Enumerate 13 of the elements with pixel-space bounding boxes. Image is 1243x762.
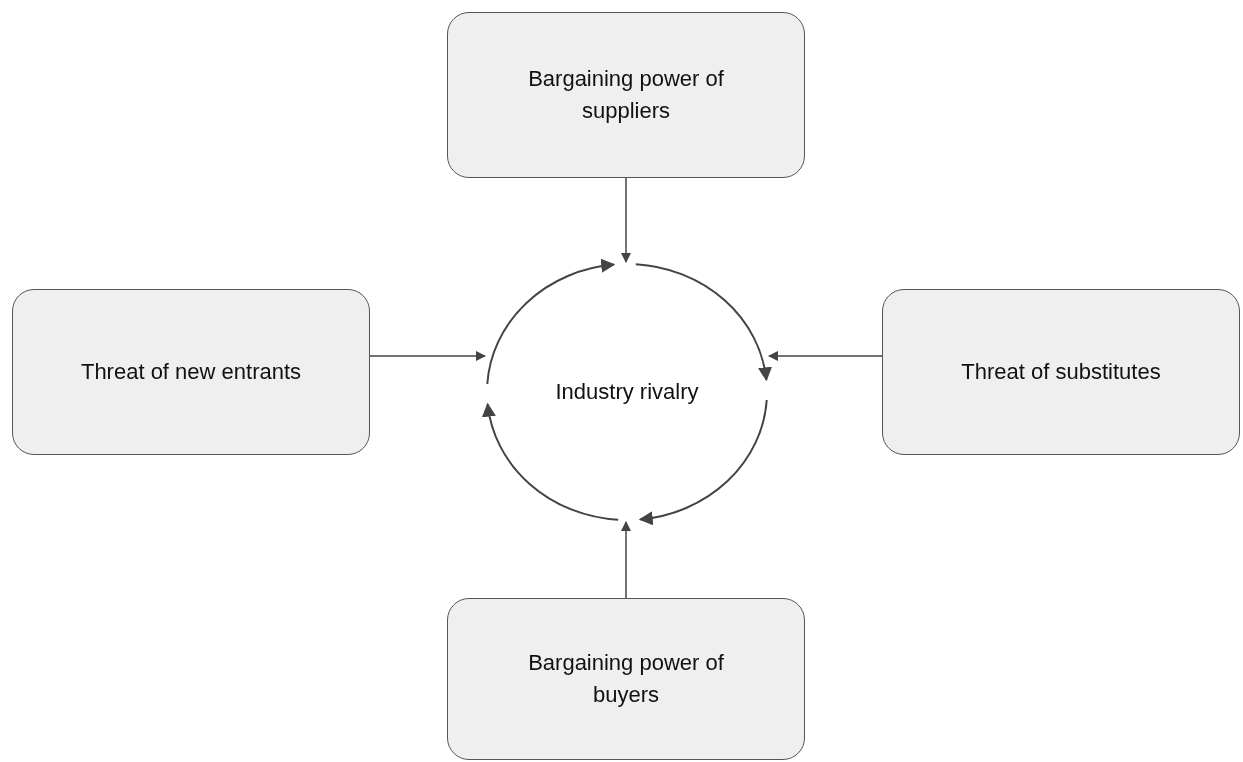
node-label: Threat of new entrants	[80, 358, 302, 386]
node-label: Bargaining power of buyers	[527, 649, 725, 709]
node-label: Bargaining power of suppliers	[527, 65, 725, 125]
arrow	[620, 177, 632, 264]
arrow	[620, 520, 632, 599]
arrow	[369, 350, 487, 362]
node-label: Threat of substitutes	[961, 358, 1161, 386]
arrow	[767, 350, 883, 362]
process-box	[447, 598, 805, 760]
process-box	[12, 289, 370, 455]
node-label: Industry rivalry	[555, 378, 699, 406]
process-box	[882, 289, 1240, 455]
process-box	[447, 12, 805, 178]
